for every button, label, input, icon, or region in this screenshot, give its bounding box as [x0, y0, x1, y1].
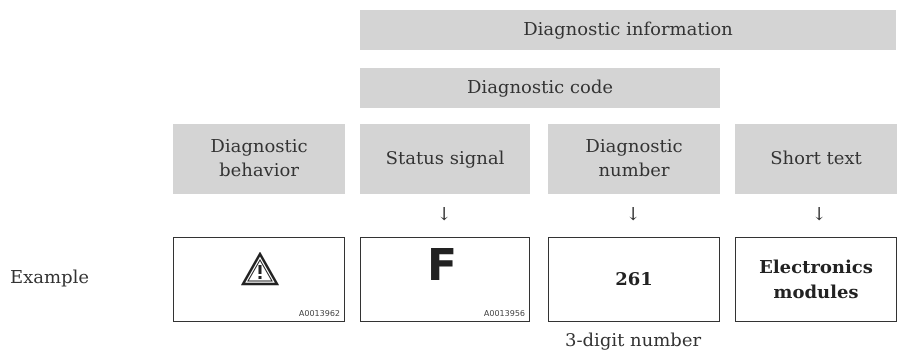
- status-signal-letter: F: [427, 240, 458, 291]
- warning-triangle-icon: [241, 252, 279, 286]
- behavior-image-code: A0013962: [298, 309, 340, 318]
- diagnostic-number-header: Diagnostic number: [548, 124, 720, 194]
- short-text-value: Electronics modules: [759, 256, 873, 303]
- short-text-example-box: Electronics modules: [735, 237, 897, 322]
- diagnostic-code-bar: Diagnostic code: [360, 68, 720, 108]
- number-example-box: 261: [548, 237, 720, 322]
- diagnostic-behavior-header: Diagnostic behavior: [173, 124, 345, 194]
- diagnostic-number-value: 261: [615, 269, 653, 290]
- behavior-example-box: A0013962: [173, 237, 345, 322]
- diagnostic-code-label: Diagnostic code: [467, 77, 613, 98]
- diagnostic-behavior-label: Diagnostic behavior: [210, 136, 308, 181]
- example-label: Example: [10, 267, 90, 288]
- short-text-label: Short text: [770, 148, 862, 169]
- number-arrow-icon: ↓: [625, 204, 641, 225]
- diagnostic-information-label: Diagnostic information: [523, 19, 733, 40]
- diagnostic-information-bar: Diagnostic information: [360, 10, 896, 50]
- status-example-box: F A0013956: [360, 237, 530, 322]
- short-text-arrow-icon: ↓: [811, 204, 827, 225]
- status-signal-label: Status signal: [385, 148, 505, 169]
- three-digit-number-note: 3-digit number: [565, 330, 702, 351]
- status-signal-header: Status signal: [360, 124, 530, 194]
- short-text-header: Short text: [735, 124, 897, 194]
- status-arrow-icon: ↓: [436, 204, 452, 225]
- status-image-code: A0013956: [483, 309, 525, 318]
- diagnostic-number-label: Diagnostic number: [585, 136, 683, 181]
